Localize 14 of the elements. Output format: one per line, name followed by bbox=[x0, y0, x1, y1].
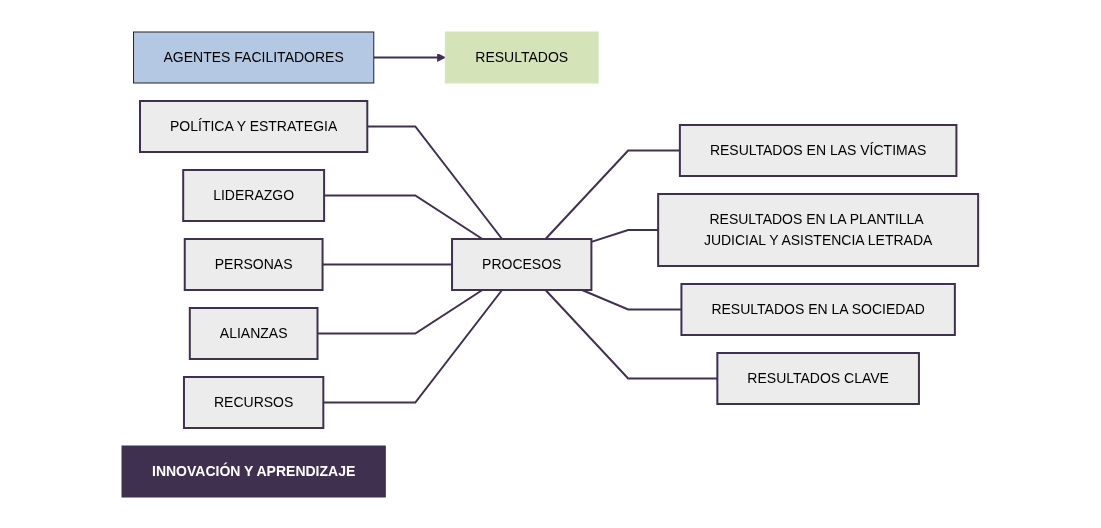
node-box: RESULTADOS EN LA PLANTILLA JUDICIAL Y ASISTENCIA LETRADA bbox=[657, 192, 980, 267]
node-box: PERSONAS bbox=[184, 237, 324, 291]
node-box: RECURSOS bbox=[183, 375, 325, 429]
node-box: RESULTADOS EN LAS VÍCTIMAS bbox=[679, 123, 958, 177]
node-box: ALIANZAS bbox=[189, 306, 319, 360]
node-box: AGENTES FACILITADORES bbox=[133, 31, 375, 83]
arrow bbox=[373, 52, 447, 62]
node-box: POLÍTICA Y ESTRATEGIA bbox=[139, 99, 369, 153]
node-box: RESULTADOS CLAVE bbox=[716, 351, 921, 405]
node-box: RESULTADOS EN LA SOCIEDAD bbox=[680, 282, 957, 336]
node-box: LIDERAZGO bbox=[182, 168, 326, 222]
node-box: PROCESOS bbox=[451, 237, 593, 291]
node-box: RESULTADOS bbox=[445, 31, 600, 83]
node-box: INNOVACIÓN Y APRENDIZAJE bbox=[121, 445, 387, 497]
